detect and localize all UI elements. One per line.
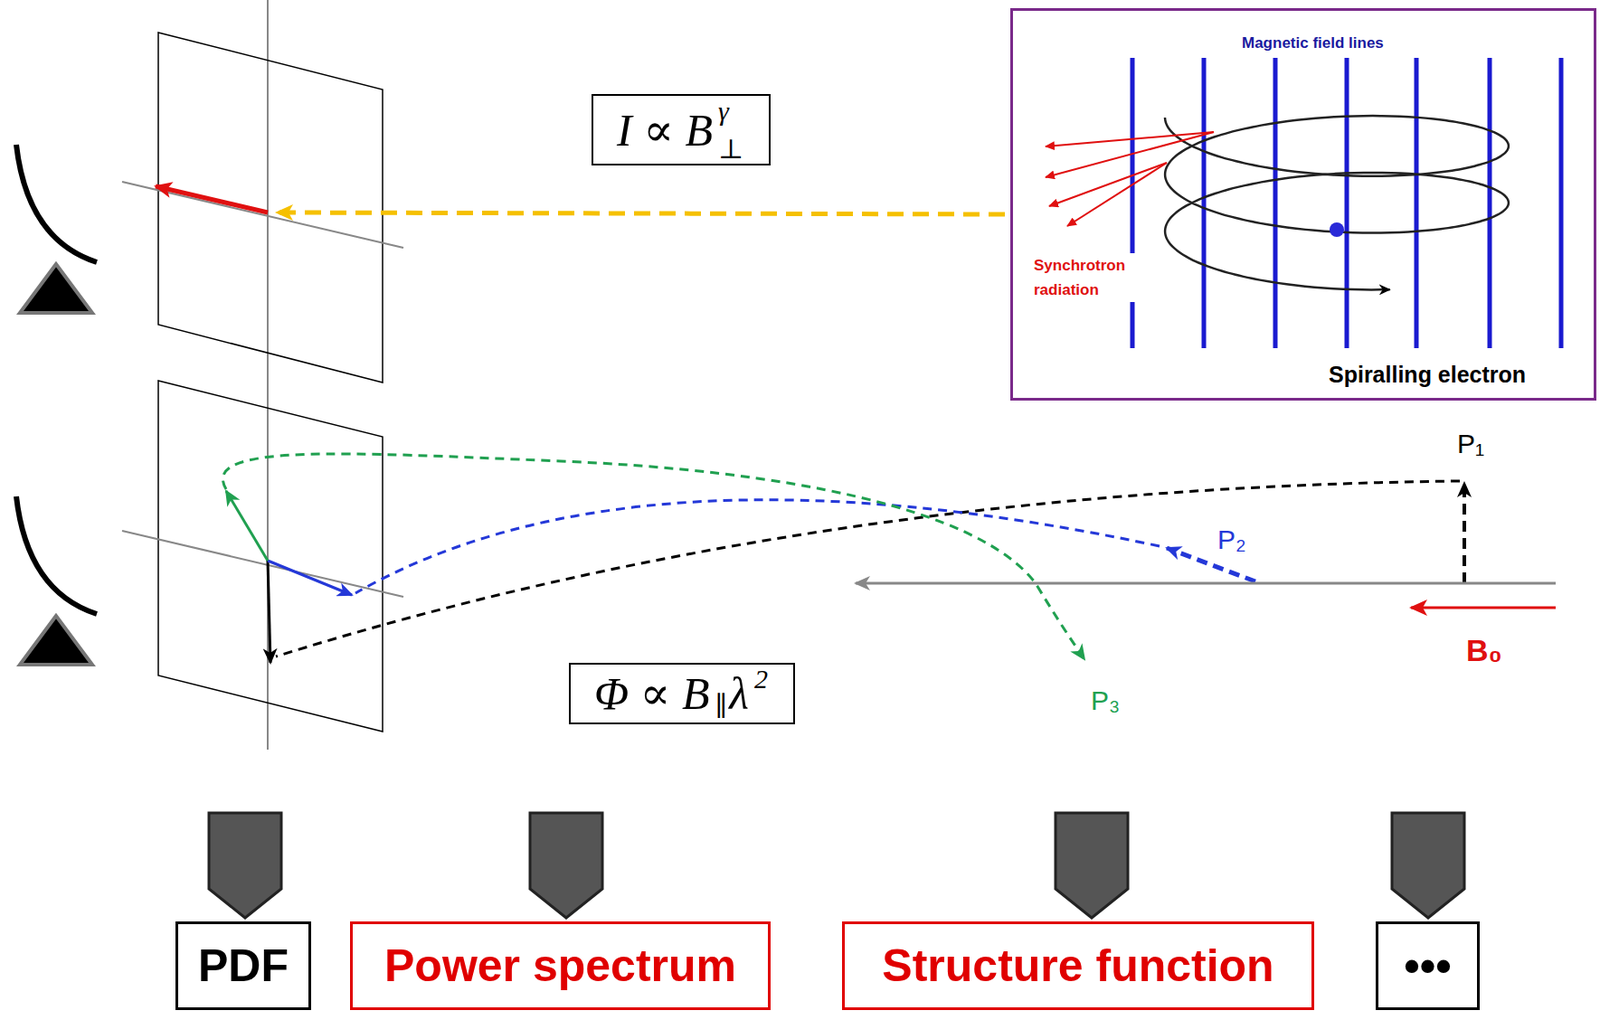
formula-text: I ∝ B bbox=[616, 107, 717, 153]
polarization-vector bbox=[155, 186, 268, 213]
drawing-part bbox=[1130, 57, 1136, 349]
box-label: Structure function bbox=[881, 939, 1274, 993]
drawing-part bbox=[208, 813, 282, 919]
inset-panel: Magnetic field linesSynchrotron radiatio… bbox=[1010, 8, 1597, 401]
emission-arrow bbox=[276, 212, 1005, 215]
line-of-sight bbox=[855, 582, 1556, 586]
rotation-path bbox=[355, 500, 1160, 594]
path-label: P₁ bbox=[1454, 428, 1487, 459]
sky-plane bbox=[158, 380, 383, 732]
formula-superscript: γ bbox=[716, 97, 746, 125]
field-arrow bbox=[1410, 606, 1556, 610]
electron-spiral bbox=[1164, 115, 1509, 290]
drawing-part bbox=[530, 813, 603, 919]
path-label: P₃ bbox=[1088, 685, 1123, 716]
emission-start-arrow bbox=[1462, 482, 1467, 584]
box-label: Power spectrum bbox=[384, 939, 737, 993]
drawing-part bbox=[1414, 57, 1420, 349]
output-box: ••• bbox=[1375, 921, 1480, 1011]
polarization-vector bbox=[267, 560, 271, 663]
drawing-part bbox=[1344, 57, 1350, 349]
drawing-part bbox=[1391, 813, 1465, 919]
drawing-part bbox=[1273, 57, 1279, 349]
formula-text: Φ ∝ B bbox=[594, 671, 713, 717]
box-label: ••• bbox=[1403, 939, 1452, 993]
drawing-part bbox=[1487, 57, 1493, 349]
polarization-vector bbox=[226, 491, 268, 561]
box-label: PDF bbox=[198, 939, 289, 993]
drawing-part bbox=[1067, 162, 1167, 227]
field-lines bbox=[1132, 57, 1562, 349]
output-box: PDF bbox=[175, 921, 312, 1011]
formula-superscript: 2 bbox=[752, 665, 770, 693]
panel-label: Spiralling electron bbox=[1325, 356, 1529, 393]
formula-text: λ bbox=[728, 671, 753, 717]
formula-subscript: ∥ bbox=[712, 692, 729, 720]
axis-line bbox=[122, 530, 404, 597]
formula-box: I ∝ Bγ ⊥ bbox=[591, 94, 771, 166]
electron-spiral bbox=[1164, 115, 1509, 290]
dish-antenna bbox=[16, 496, 97, 615]
drawing-part bbox=[1055, 813, 1128, 919]
drawing-part bbox=[1045, 132, 1214, 178]
radiation-arrows bbox=[1045, 132, 1214, 227]
polarization-vector bbox=[267, 560, 352, 596]
panel-label: Synchrotron radiation bbox=[1031, 253, 1173, 303]
output-box: Power spectrum bbox=[350, 921, 771, 1011]
drawing-part bbox=[1559, 57, 1564, 349]
pointer-arrows bbox=[208, 813, 1465, 919]
rotation-path bbox=[222, 454, 1085, 660]
dish-mount bbox=[19, 615, 93, 665]
panel-heading: Magnetic field lines bbox=[1239, 30, 1387, 56]
axis-line bbox=[266, 0, 269, 750]
dish-mount bbox=[19, 264, 93, 313]
path-label: P₂ bbox=[1214, 524, 1250, 555]
output-box: Structure function bbox=[842, 921, 1315, 1011]
dish-antenna bbox=[16, 144, 97, 263]
sky-plane bbox=[158, 32, 383, 383]
drawing-part bbox=[1202, 57, 1207, 349]
rotation-path bbox=[275, 481, 1460, 657]
formula-box: Φ ∝ B∥λ2 bbox=[568, 662, 796, 725]
formula-subscript: ⊥ bbox=[716, 135, 746, 163]
field-label: B₀ bbox=[1463, 634, 1506, 668]
electron-dot bbox=[1329, 222, 1345, 237]
